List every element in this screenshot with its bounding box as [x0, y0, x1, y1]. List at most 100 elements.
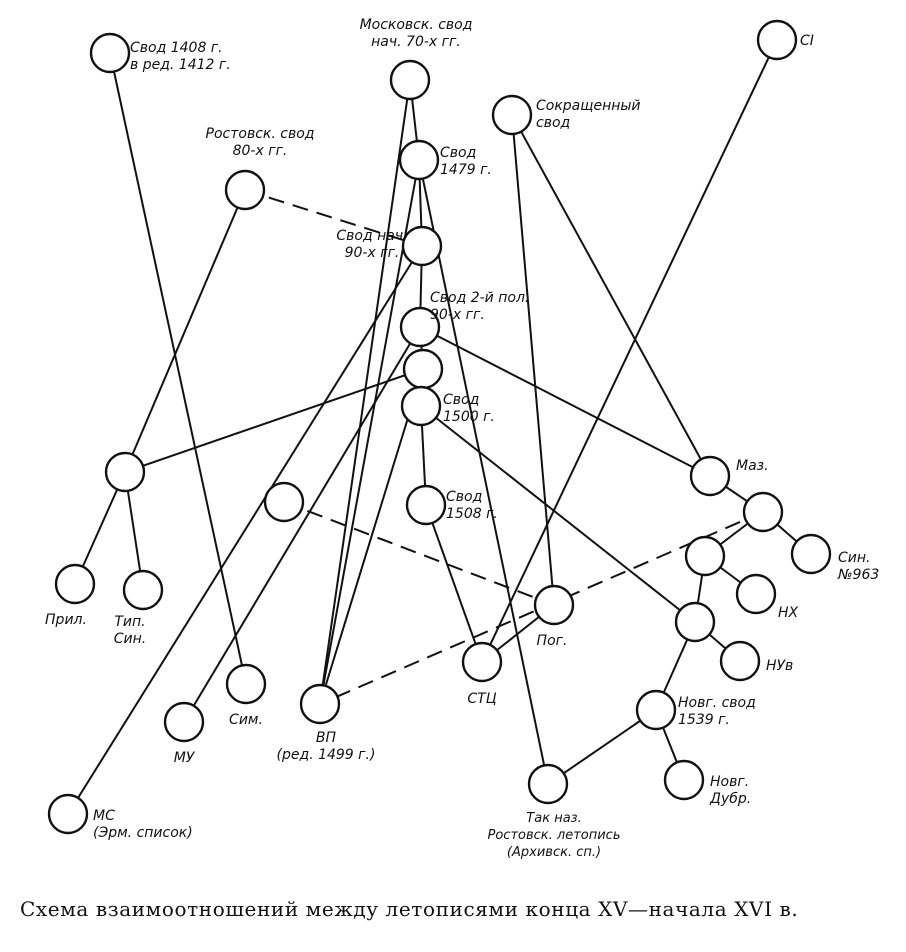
edge-pol90-mu	[183, 326, 421, 723]
edge-rostov80-nach90	[244, 189, 423, 247]
node-label-line: 90-х гг.	[345, 245, 400, 261]
node-label-line: 80-х гг.	[233, 143, 288, 159]
node-label-line: свод	[536, 115, 570, 131]
node-unlabeled_mid	[402, 348, 444, 390]
edge-svod1408-sim	[109, 52, 247, 685]
node-label-pril: Прил.	[45, 612, 87, 628]
node-right_hub2	[684, 535, 726, 577]
node-label-line: 1539 г.	[678, 712, 730, 728]
node-label-maz: Маз.	[736, 458, 769, 474]
node-moskov70	[389, 59, 431, 101]
node-tak_naz	[527, 763, 569, 805]
node-label-line: Новг. свод	[678, 695, 756, 711]
node-svod1500	[400, 385, 442, 427]
node-label-line: Свод 1408 г.	[130, 40, 223, 56]
edge-svod1479-tak_naz	[418, 159, 549, 785]
node-label-sin963: Син.№963	[837, 550, 879, 583]
diagram-caption: Схема взаимоотношений между летописями к…	[20, 897, 799, 921]
node-label-stc: СТЦ	[467, 691, 496, 707]
node-sim	[225, 663, 267, 705]
edge-sokr-maz	[511, 114, 711, 477]
node-novg1539	[635, 689, 677, 731]
node-label-tip: Тип.Син.	[114, 614, 146, 647]
node-label-line: №963	[837, 567, 879, 583]
node-label-ms: МС(Эрм. список)	[93, 808, 193, 841]
node-label-line: Син.	[114, 631, 146, 647]
node-rostov80	[224, 169, 266, 211]
node-label-line: Новг.	[710, 774, 749, 790]
edge-novg1539-tak_naz	[547, 709, 657, 785]
edge-svod1508-stc	[425, 504, 483, 663]
node-label-line: (Архивск. сп.)	[507, 845, 601, 860]
node-label-line: МУ	[174, 750, 196, 766]
node-label-line: Син.	[838, 550, 870, 566]
node-label-line: 1500 г.	[443, 409, 495, 425]
node-stc	[461, 641, 503, 683]
node-mid_left	[263, 481, 305, 523]
edge-sokr-pog	[511, 114, 555, 606]
edge-mid_left-pog	[283, 501, 555, 606]
node-label-tak_naz: Так наз.Ростовск. летопись(Архивск. сп.)	[488, 811, 621, 860]
node-label-line: CI	[800, 33, 814, 49]
edge-unlabeled_mid-vp	[319, 368, 424, 705]
node-ci	[756, 19, 798, 61]
node-label-line: нач. 70-х гг.	[371, 34, 461, 50]
node-ms	[47, 793, 89, 835]
node-tip	[122, 569, 164, 611]
node-label-line: 1479 г.	[440, 162, 492, 178]
edge-ci-stc	[481, 39, 778, 663]
node-label-line: в ред. 1412 г.	[130, 57, 231, 73]
node-label-vp: ВП(ред. 1499 г.)	[277, 730, 376, 763]
edge-layer	[67, 39, 812, 815]
edge-pol90-maz	[419, 326, 711, 477]
node-label-line: МС	[93, 808, 115, 824]
node-nx	[735, 573, 777, 615]
node-label-line: НХ	[778, 605, 799, 621]
node-label-line: Свод 2-й пол.	[430, 290, 529, 306]
node-sokr	[491, 94, 533, 136]
node-maz	[689, 455, 731, 497]
node-label-line: Сим.	[229, 712, 263, 728]
node-mu	[163, 701, 205, 743]
node-label-line: Ростовск. свод	[206, 126, 315, 142]
node-nuv	[719, 640, 761, 682]
node-label-line: Свод нач.	[336, 228, 407, 244]
edge-svod1500-right_hub3	[420, 405, 696, 623]
node-label-line: Свод	[440, 145, 476, 161]
node-label-line: Пог.	[537, 633, 568, 649]
node-label-line: 1508 г.	[446, 506, 498, 522]
node-label-line: ВП	[316, 730, 337, 746]
node-label-line: Московск. свод	[360, 17, 473, 33]
node-label-nx: НХ	[778, 605, 799, 621]
node-label-mu: МУ	[174, 750, 196, 766]
edge-unlabeled_mid-left_hub	[124, 368, 424, 473]
node-label-line: Так наз.	[526, 811, 581, 826]
node-label-line: Свод	[446, 489, 482, 505]
node-label-line: Тип.	[114, 614, 145, 630]
node-pol90	[399, 306, 441, 348]
node-novg_dubr	[663, 759, 705, 801]
node-label-line: (Эрм. список)	[93, 825, 193, 841]
node-label-line: (ред. 1499 г.)	[277, 747, 376, 763]
node-label-nach90: Свод нач.90-х гг.	[336, 228, 407, 261]
node-pog	[533, 584, 575, 626]
node-label-svod1408: Свод 1408 г.в ред. 1412 г.	[130, 40, 231, 73]
node-label-pol90: Свод 2-й пол.90-х гг.	[430, 290, 529, 323]
node-label-novg_dubr: Новг.Дубр.	[709, 774, 751, 807]
node-nach90	[401, 225, 443, 267]
node-label-line: Прил.	[45, 612, 87, 628]
node-label-line: Сокращенный	[536, 98, 641, 114]
edge-rostov80-left_hub	[124, 189, 246, 473]
node-label-line: Свод	[443, 392, 479, 408]
node-layer	[47, 19, 832, 835]
node-svod1508	[405, 484, 447, 526]
edge-left_hub-pril	[74, 471, 126, 585]
node-label-line: НУв	[766, 658, 793, 674]
